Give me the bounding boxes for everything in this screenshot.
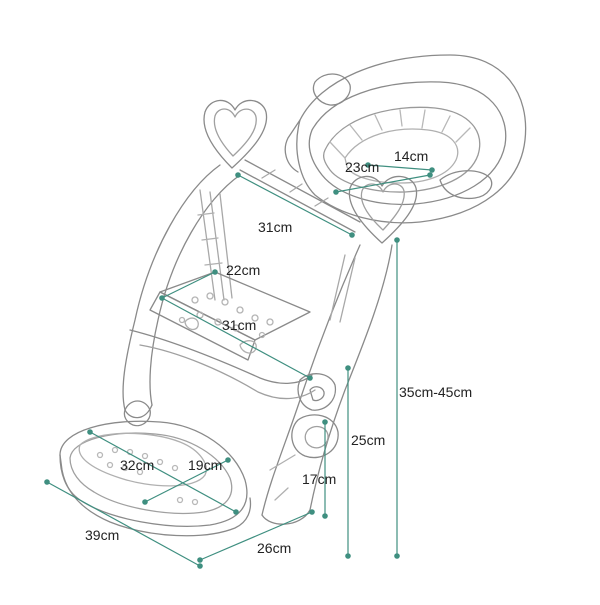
dim-line-seat-depth: [367, 164, 433, 171]
dim-line-base-width: [144, 459, 229, 503]
dim-line-frame-width: [237, 174, 353, 236]
label-step-width: 31cm: [222, 317, 257, 333]
dim-line-seat-width: [335, 174, 431, 193]
dim-line-step-width: [161, 297, 311, 379]
dim-endpoints: [44, 162, 435, 569]
label-base-width: 19cm: [188, 457, 223, 473]
label-base-depth: 32cm: [120, 457, 155, 473]
label-total-length: 39cm: [85, 527, 120, 543]
dim-line-base-depth: [89, 431, 237, 513]
top-crossbar: [239, 159, 361, 233]
label-step-height: 17cm: [302, 471, 337, 487]
dim-line-total-length: [46, 481, 201, 567]
label-seat-inner-depth: 14cm: [394, 148, 429, 164]
dimension-lines: [44, 162, 435, 569]
dim-line-base-length: [199, 511, 313, 561]
label-seat-inner-width: 23cm: [345, 159, 380, 175]
label-armrest-height: 25cm: [351, 432, 386, 448]
label-frame-width: 31cm: [258, 219, 293, 235]
right-heart-handle: [348, 175, 418, 244]
step-platform: [129, 271, 316, 400]
label-seat-height-range: 35cm-45cm: [399, 384, 473, 400]
left-heart-handle: [203, 99, 268, 169]
label-step-depth: 22cm: [226, 262, 261, 278]
seat-outline: [284, 54, 527, 224]
dim-line-step-depth: [161, 271, 216, 299]
label-base-length: 26cm: [257, 540, 292, 556]
left-leg-frame: [122, 164, 241, 419]
